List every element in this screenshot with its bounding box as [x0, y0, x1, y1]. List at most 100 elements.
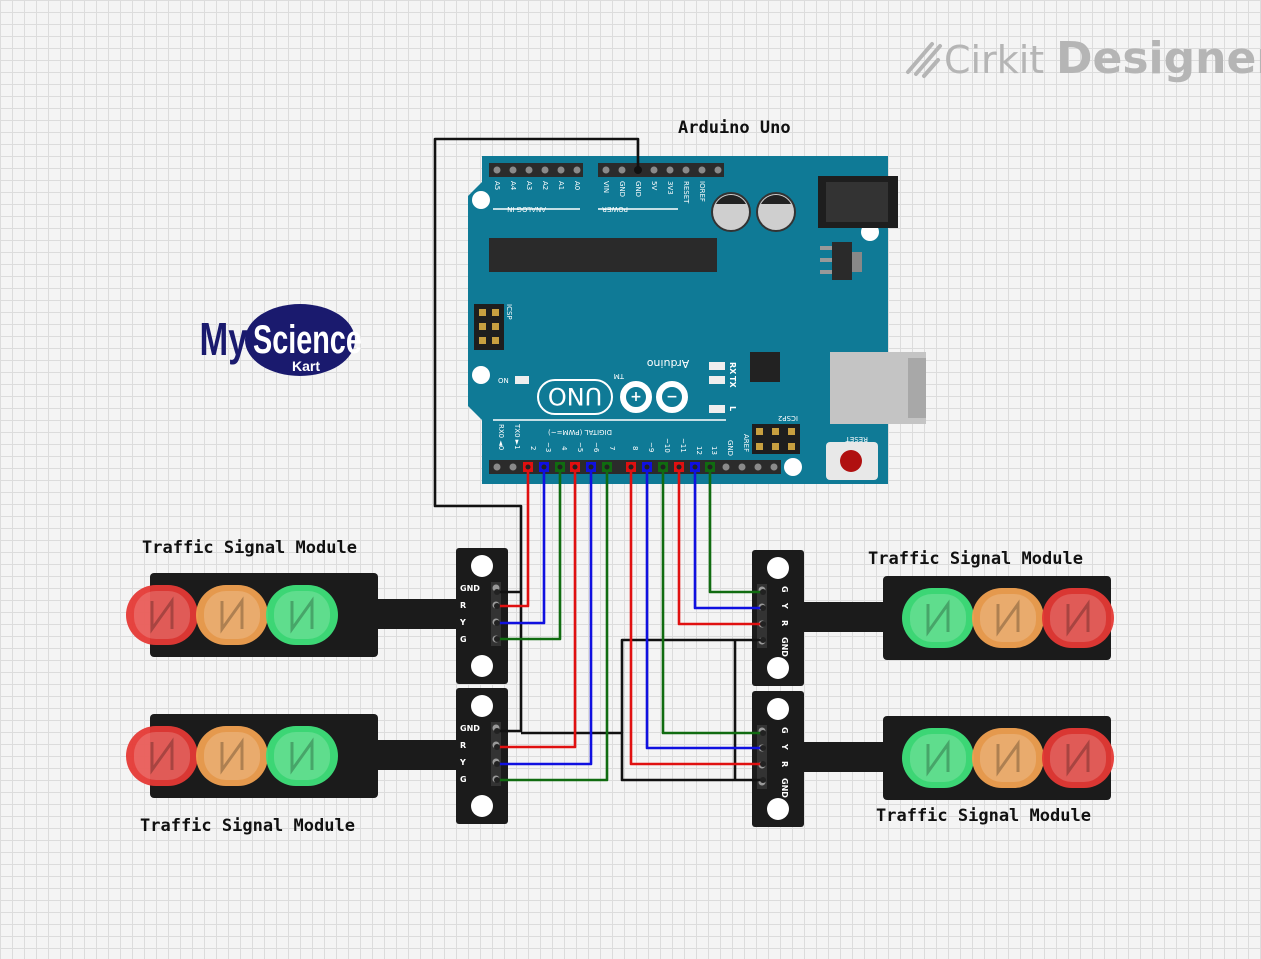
module-pin-label: G [780, 727, 789, 734]
pin-label-a4: A4 [509, 181, 517, 191]
pin-label-d5: ~5 [576, 442, 584, 452]
blue-wire[interactable] [693, 467, 763, 610]
icsp-label: ICSP [505, 304, 513, 320]
red-wire[interactable] [497, 467, 577, 749]
green-wire[interactable] [497, 467, 609, 782]
pin-label-vin: VIN [602, 181, 610, 193]
l-led [709, 405, 725, 413]
mounting-hole [471, 555, 493, 577]
pin-label-ioref: IOREF [698, 181, 706, 202]
pin-label-d7: 7 [608, 446, 616, 450]
module-pin-label: Y [780, 743, 789, 750]
pin-label-gnd1: GND [618, 181, 626, 197]
usb-chip [750, 352, 780, 382]
pin-label-d13: 13 [710, 446, 718, 455]
green-wire[interactable] [497, 467, 562, 641]
wired-pin[interactable] [634, 166, 642, 174]
mounting-hole [472, 366, 490, 384]
module-pin-label: Y [459, 618, 466, 627]
mounting-hole [471, 695, 493, 717]
blue-wire[interactable] [497, 467, 546, 625]
red-led [1042, 728, 1114, 788]
logo-my: My [200, 313, 248, 365]
pin-label-a2: A2 [541, 181, 549, 190]
amber-led [196, 726, 268, 786]
blue-wire[interactable] [497, 467, 593, 766]
rx-led [709, 362, 725, 370]
green-led [266, 585, 338, 645]
rx-label: RX [728, 362, 737, 375]
cirkit-logo-icon [906, 42, 942, 78]
green-led [902, 588, 974, 648]
module-pin-label: R [460, 741, 466, 750]
module-pin-label: GND [460, 724, 480, 733]
pin-label-a3: A3 [525, 181, 533, 190]
svg-text:+: + [630, 389, 642, 405]
pin-label-aref: AREF [742, 434, 750, 452]
voltage-regulator [832, 242, 852, 280]
mounting-hole [784, 458, 802, 476]
module-pin-label: G [460, 775, 467, 784]
green-wire[interactable] [661, 467, 763, 735]
amber-led [972, 728, 1044, 788]
pin-label-d10: ~10 [663, 438, 671, 453]
logo-kart: Kart [292, 358, 320, 374]
module-pin-label: GND [460, 584, 480, 593]
pin-label-gnd: GND [726, 440, 734, 456]
uno-text: UNO [548, 382, 602, 410]
red-led [1042, 588, 1114, 648]
cirkit-designer-logo: Cirkit Designer [906, 33, 1261, 84]
green-led [266, 726, 338, 786]
power-header [598, 163, 724, 177]
gnd-wire[interactable] [620, 638, 763, 733]
capacitor [711, 192, 751, 232]
analog-header [489, 163, 583, 177]
mounting-hole [471, 655, 493, 677]
pin-label-a0: A0 [573, 181, 581, 190]
mounting-hole [471, 795, 493, 817]
logo-science: Science [253, 317, 362, 362]
pin-label-d12: 12 [695, 446, 703, 455]
pin-label-gnd2: GND [634, 181, 642, 197]
red-led [126, 585, 198, 645]
power-led [515, 376, 529, 384]
atmega-chip [489, 238, 717, 272]
pin-label-3v3: 3V3 [666, 181, 674, 195]
pin-label-d6: ~6 [592, 442, 600, 453]
module-pin-label: R [460, 601, 466, 610]
green-wire[interactable] [708, 467, 763, 594]
tx-label: TX [728, 376, 737, 388]
module-pin-label: GND [780, 637, 789, 657]
gnd-wire[interactable] [521, 731, 763, 782]
gnd-wire[interactable] [433, 137, 640, 733]
l-label: L [728, 406, 737, 411]
icsp2-label: ICSP2 [778, 414, 798, 422]
module-label-top-right: Traffic Signal Module [868, 549, 1083, 569]
mounting-hole [472, 191, 490, 209]
arduino-uno-board[interactable]: A5 A4 A3 A2 A1 A0 VIN GND GND 5V 3V3 RES… [468, 156, 926, 484]
blue-wire[interactable] [645, 467, 763, 750]
arduino-label: Arduino Uno [678, 118, 791, 138]
mounting-hole [767, 557, 789, 579]
brand-name-cirkit: Cirkit [944, 38, 1044, 82]
arduino-infinity-icon [620, 381, 688, 413]
module-label-bottom-right: Traffic Signal Module [876, 806, 1091, 826]
red-wire[interactable] [497, 467, 530, 608]
pin-label-d4: 4 [560, 446, 568, 451]
tm-mark: TM [614, 372, 625, 380]
red-wire[interactable] [629, 467, 763, 766]
pin-label-d11: ~11 [679, 438, 687, 453]
module-label-top-left: Traffic Signal Module [142, 538, 357, 558]
icsp-header [474, 304, 504, 350]
module-pin-label: G [780, 586, 789, 593]
red-led [126, 726, 198, 786]
myscience-kart-logo: My Science Kart [200, 304, 362, 376]
module-pin-label: Y [780, 602, 789, 609]
green-led [902, 728, 974, 788]
red-wire[interactable] [677, 467, 763, 626]
